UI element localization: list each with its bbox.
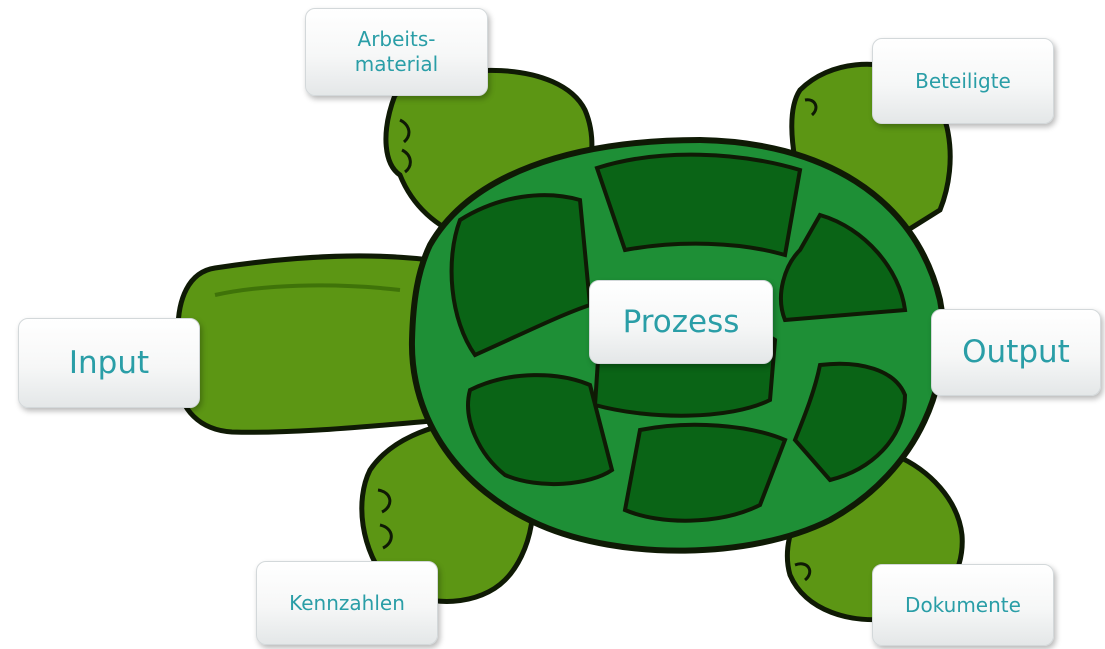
label-kennzahlen: Kennzahlen: [256, 561, 438, 645]
turtle-head: [178, 256, 445, 432]
label-beteiligte: Beteiligte: [872, 38, 1054, 124]
label-output: Output: [931, 309, 1101, 396]
label-input: Input: [18, 318, 200, 408]
label-dokumente: Dokumente: [872, 564, 1054, 646]
label-prozess: Prozess: [589, 280, 773, 364]
label-arbeitsmaterial: Arbeits- material: [305, 8, 488, 96]
